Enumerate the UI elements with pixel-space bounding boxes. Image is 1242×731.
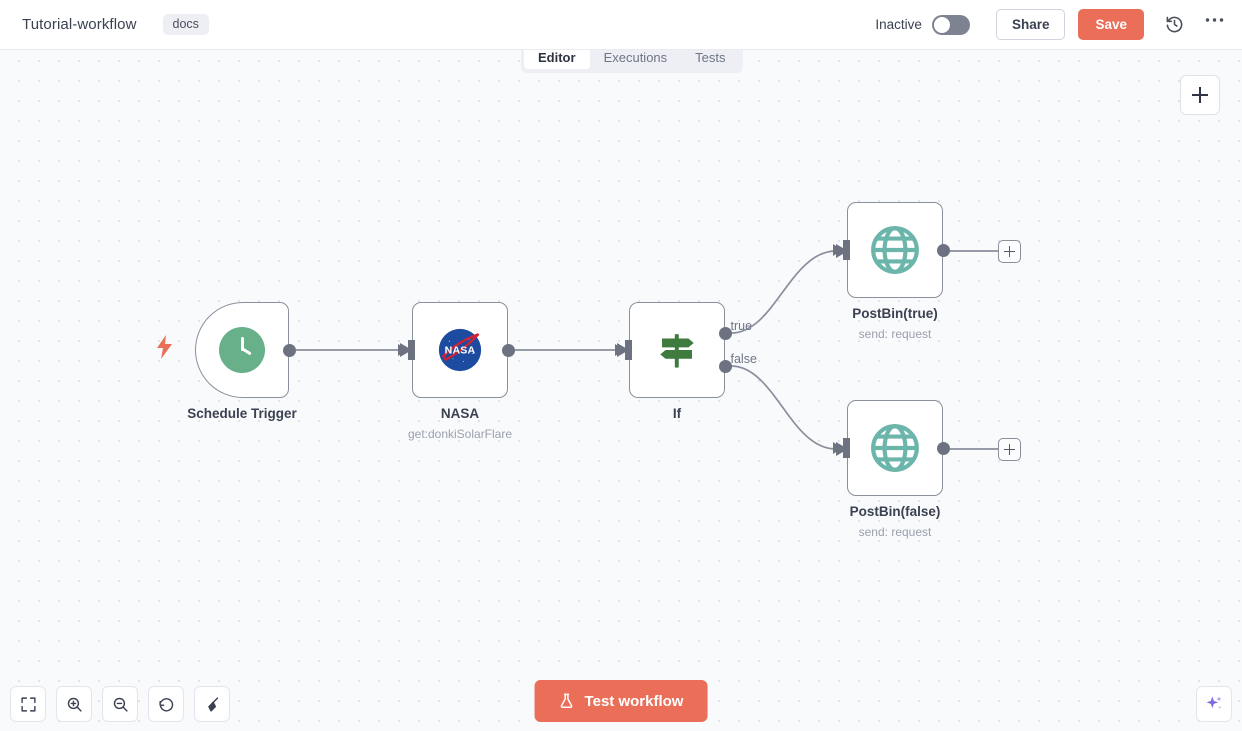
input-port[interactable] — [625, 340, 632, 360]
zoom-out-icon[interactable] — [102, 686, 138, 722]
output-port[interactable] — [501, 343, 515, 357]
test-workflow-label: Test workflow — [584, 692, 684, 710]
node-title: PostBin(false) — [849, 504, 941, 519]
nasa-logo-icon: NASA — [438, 328, 482, 372]
canvas-zoom-toolbar — [10, 686, 230, 722]
output-port[interactable] — [282, 343, 296, 357]
node-body-if[interactable]: true false — [615, 302, 757, 398]
output-port-false[interactable]: false — [718, 352, 757, 373]
node-caption-postbin-true: PostBin(true) send: request — [852, 306, 938, 341]
node-subtitle: send: request — [858, 524, 932, 539]
node-body-postbin-false[interactable] — [833, 400, 950, 496]
input-arrow-icon — [615, 344, 624, 356]
node-if[interactable]: true false If — [615, 302, 757, 421]
workflow-tag-docs[interactable]: docs — [162, 13, 209, 36]
svg-text:NASA: NASA — [445, 345, 476, 357]
node-body-nasa[interactable]: NASA — [398, 302, 515, 398]
node-schedule-trigger[interactable]: Schedule Trigger — [157, 302, 297, 421]
node-title: If — [672, 406, 682, 421]
input-port[interactable] — [408, 340, 415, 360]
clock-icon — [219, 327, 265, 373]
flask-icon — [560, 693, 573, 708]
fit-screen-icon[interactable] — [10, 686, 46, 722]
connection-edges — [296, 244, 998, 456]
node-subtitle: get:donkiSolarFlare — [407, 426, 513, 441]
undo-icon[interactable] — [148, 686, 184, 722]
input-arrow-icon — [833, 442, 842, 454]
history-icon[interactable] — [1160, 11, 1188, 39]
node-caption-postbin-false: PostBin(false) send: request — [850, 504, 941, 539]
add-node-button[interactable] — [1180, 75, 1220, 115]
more-options-icon[interactable] — [1200, 11, 1228, 39]
input-arrow-icon — [398, 344, 407, 356]
tab-tests[interactable]: Tests — [695, 50, 726, 65]
zoom-in-icon[interactable] — [56, 686, 92, 722]
ai-assistant-button[interactable] — [1196, 686, 1232, 722]
output-label-false: false — [730, 351, 757, 366]
globe-icon — [871, 226, 919, 274]
output-port[interactable] — [936, 441, 950, 455]
node-title: NASA — [440, 406, 480, 421]
globe-icon — [871, 424, 919, 472]
node-postbin-false[interactable]: PostBin(false) send: request — [833, 400, 950, 539]
share-button[interactable]: Share — [995, 9, 1066, 40]
save-button[interactable]: Save — [1078, 9, 1144, 40]
node-title: PostBin(true) — [852, 306, 938, 321]
add-node-after-postbin-false[interactable] — [998, 438, 1021, 461]
tab-executions[interactable]: Executions — [603, 50, 668, 65]
node-caption-if: If — [673, 406, 681, 423]
output-label-true: true — [730, 318, 753, 333]
node-nasa[interactable]: NASA NASA get:donkiSolarFlare — [398, 302, 515, 441]
toggle-knob — [933, 16, 950, 33]
node-body-schedule-trigger[interactable] — [195, 302, 296, 398]
workflow-active-toggle[interactable] — [931, 14, 970, 35]
input-arrow-icon — [833, 244, 842, 256]
node-body-postbin-true[interactable] — [833, 202, 950, 298]
node-caption-nasa: NASA get:donkiSolarFlare — [408, 406, 512, 441]
broom-icon[interactable] — [194, 686, 230, 722]
workflow-title[interactable]: Tutorial-workflow — [22, 16, 137, 33]
header-actions: Inactive Share Save — [875, 9, 1242, 40]
sparkle-icon — [1206, 696, 1222, 709]
signpost-icon — [660, 334, 694, 368]
tab-editor[interactable]: Editor — [524, 46, 590, 69]
node-title: Schedule Trigger — [187, 406, 297, 421]
node-subtitle: send: request — [858, 326, 932, 341]
add-node-after-postbin-true[interactable] — [998, 240, 1021, 263]
input-port[interactable] — [843, 438, 850, 458]
test-workflow-button[interactable]: Test workflow — [534, 680, 708, 722]
input-port[interactable] — [843, 240, 850, 260]
node-postbin-true[interactable]: PostBin(true) send: request — [833, 202, 950, 341]
lightning-bolt-icon — [157, 335, 173, 363]
output-port-true[interactable]: true — [718, 319, 752, 340]
workflow-active-label: Inactive — [875, 17, 922, 32]
workflow-canvas[interactable]: Schedule Trigger NASA — [0, 50, 1242, 731]
node-caption-schedule-trigger: Schedule Trigger — [187, 406, 297, 423]
app-header: Tutorial-workflow docs Inactive Share Sa… — [0, 0, 1242, 50]
output-port[interactable] — [936, 243, 950, 257]
